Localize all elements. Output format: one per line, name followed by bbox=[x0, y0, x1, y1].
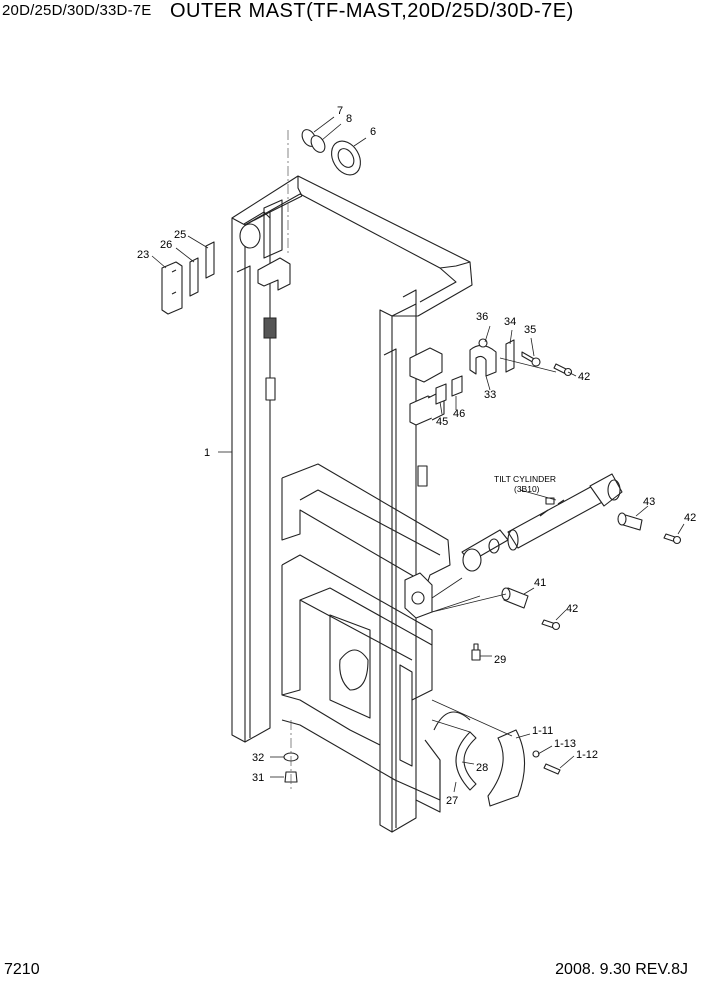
callout-43: 43 bbox=[643, 496, 655, 508]
callout-29: 29 bbox=[494, 654, 506, 666]
outer-mast-frame bbox=[231, 175, 473, 833]
callout-1-11: 1-11 bbox=[532, 725, 553, 737]
bottom-nut-washer bbox=[283, 720, 299, 790]
callout-33: 33 bbox=[484, 389, 496, 401]
page-title: OUTER MAST(TF-MAST,20D/25D/30D-7E) bbox=[170, 0, 574, 22]
cylinder-pin-41 bbox=[431, 587, 561, 631]
callout-36: 36 bbox=[476, 311, 488, 323]
callout-34: 34 bbox=[504, 316, 516, 328]
slider-pads bbox=[435, 375, 463, 405]
callout-42-a: 42 bbox=[578, 371, 590, 383]
tilt-cylinder bbox=[431, 473, 623, 613]
callout-7: 7 bbox=[337, 105, 343, 117]
callout-28: 28 bbox=[476, 762, 488, 774]
callout-25: 25 bbox=[174, 229, 186, 241]
pivot-cap-set bbox=[431, 699, 561, 807]
callout-labels: 1 6 7 8 23 25 26 27 28 29 31 32 33 34 35… bbox=[137, 105, 696, 807]
grease-nipple-29 bbox=[471, 643, 481, 661]
callout-42-c: 42 bbox=[566, 603, 578, 615]
revision-date: 2008. 9.30 REV.8J bbox=[555, 961, 688, 978]
callout-35: 35 bbox=[524, 324, 536, 336]
callout-1: 1 bbox=[204, 447, 210, 459]
callout-32: 32 bbox=[252, 752, 264, 764]
callout-23: 23 bbox=[137, 249, 149, 261]
callout-45: 45 bbox=[436, 416, 448, 428]
cylinder-pin-43 bbox=[617, 512, 682, 545]
left-side-plates bbox=[161, 241, 215, 315]
callout-8: 8 bbox=[346, 113, 352, 125]
page-number: 7210 bbox=[4, 961, 40, 978]
callout-1-13: 1-13 bbox=[554, 738, 576, 750]
callout-42-b: 42 bbox=[684, 512, 696, 524]
callout-46: 46 bbox=[453, 408, 465, 420]
callout-leaders bbox=[151, 116, 685, 793]
note-tilt-ref: (3B10) bbox=[514, 484, 540, 494]
top-bearing-set bbox=[287, 129, 361, 255]
callout-41: 41 bbox=[534, 577, 546, 589]
callout-1-12: 1-12 bbox=[576, 749, 598, 761]
model-code: 20D/25D/30D/33D-7E bbox=[2, 2, 152, 19]
callout-27: 27 bbox=[446, 795, 458, 807]
note-tilt-cylinder: TILT CYLINDER bbox=[494, 474, 556, 484]
hose-clamp-set bbox=[469, 338, 573, 377]
callout-31: 31 bbox=[252, 772, 264, 784]
callout-6: 6 bbox=[370, 126, 376, 138]
callout-26: 26 bbox=[160, 239, 172, 251]
